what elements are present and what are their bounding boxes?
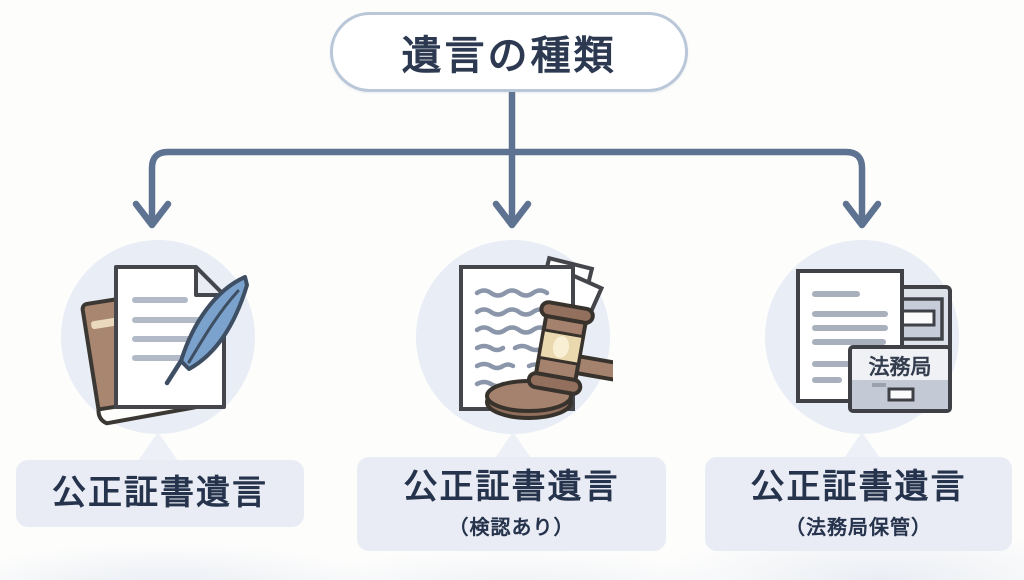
connector-left-line	[148, 148, 516, 222]
root-node: 遺言の種類	[330, 12, 688, 92]
pointer-triangle-left	[138, 432, 178, 461]
document-cabinet-icon: 法務局	[765, 240, 959, 434]
arrowhead-right-icon	[842, 200, 882, 229]
branch-sublabel-text: （法務局保管）	[785, 516, 932, 539]
book-document-quill-icon	[61, 240, 255, 434]
arrowhead-left-icon	[132, 200, 172, 229]
branch-sublabel-text: （検認あり）	[448, 516, 575, 539]
pointer-triangle-right	[842, 432, 882, 461]
cabinet-label-text: 法務局	[869, 355, 932, 379]
branch-label-notarized-will: 公正証書遺言	[16, 460, 304, 527]
branch-label-text: 公正証書遺言	[52, 473, 268, 512]
connector-right-line	[508, 148, 866, 222]
branch-label-text: 公正証書遺言	[403, 468, 620, 507]
root-node-title: 遺言の種類	[401, 34, 617, 78]
arrowhead-middle-icon	[492, 200, 532, 229]
branch-label-text: 公正証書遺言	[750, 468, 967, 507]
branch-label-notarized-will-bureau: 公正証書遺言 （法務局保管）	[705, 457, 1012, 551]
branch-label-notarized-will-probate: 公正証書遺言 （検認あり）	[357, 457, 666, 551]
pointer-triangle-middle	[493, 432, 533, 461]
document-gavel-icon	[416, 240, 613, 434]
